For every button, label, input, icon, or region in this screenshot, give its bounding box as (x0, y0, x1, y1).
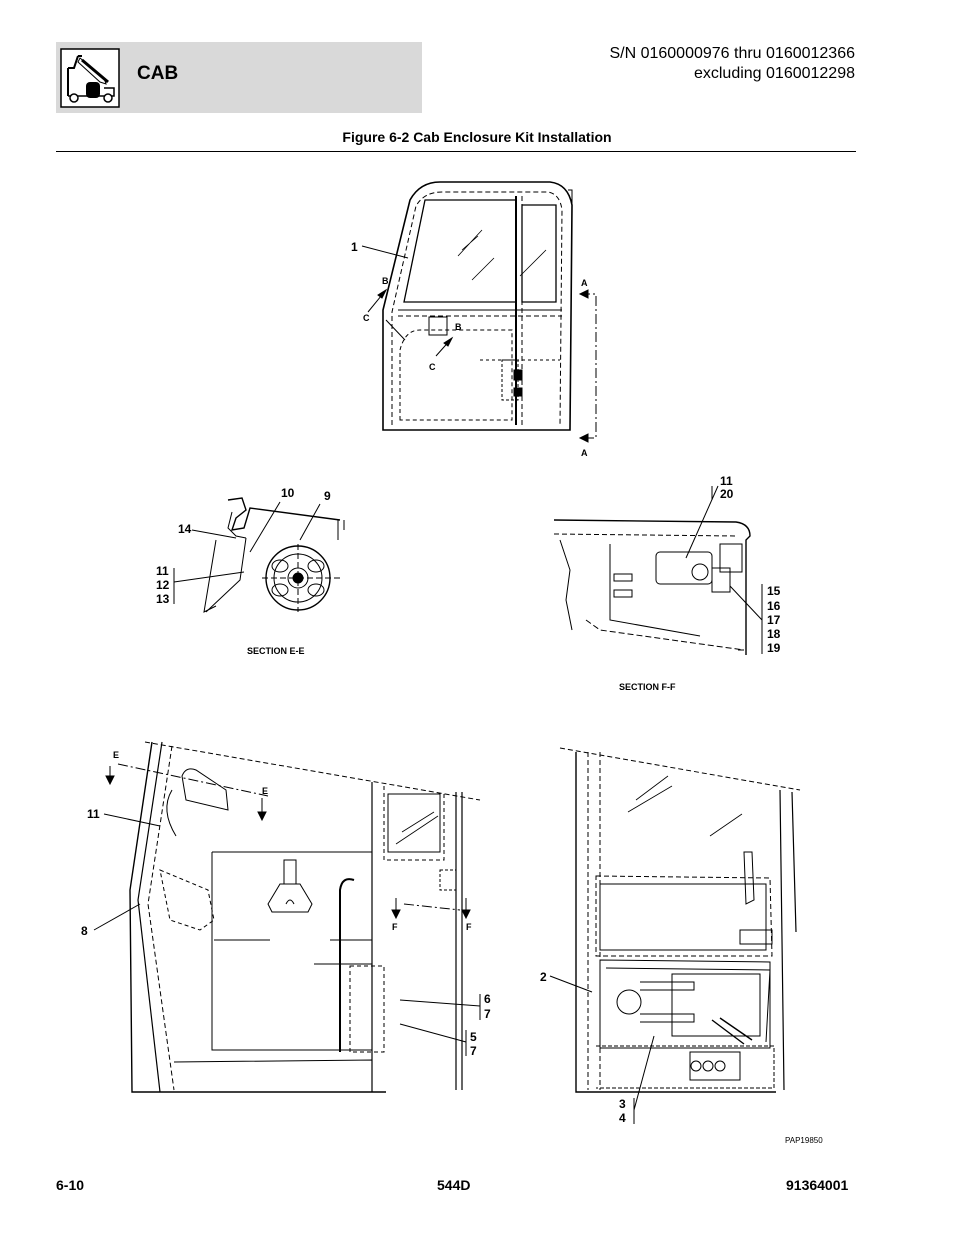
callout-8: 8 (81, 924, 88, 938)
callout-7-lower: 7 (470, 1044, 477, 1058)
section-ff-label: SECTION F-F (619, 682, 676, 692)
telehandler-cab-icon (60, 48, 120, 108)
callout-15: 15 (767, 584, 781, 598)
model-number: 544D (437, 1177, 471, 1193)
callout-18: 18 (767, 627, 781, 641)
drawing-number: PAP19850 (785, 1136, 823, 1145)
callout-13: 13 (156, 592, 170, 606)
section-marker-e-left: E (113, 750, 119, 760)
section-marker-c-right: C (429, 362, 436, 372)
serial-line-1: S/N 0160000976 thru 0160012366 (609, 45, 855, 62)
callout-12: 12 (156, 578, 170, 592)
section-marker-b-right: B (455, 322, 462, 332)
callout-16: 16 (767, 599, 781, 613)
section-marker-c-left: C (363, 313, 370, 323)
callout-14: 14 (178, 522, 192, 536)
section-marker-a-top: A (581, 278, 588, 288)
serial-line-2: excluding 0160012298 (693, 65, 855, 82)
callout-4: 4 (619, 1111, 626, 1125)
manual-number: 91364001 (786, 1177, 849, 1193)
callout-5: 5 (470, 1030, 477, 1044)
page-number: 6-10 (56, 1177, 85, 1193)
callout-10: 10 (281, 486, 295, 500)
callout-11-interior: 11 (87, 807, 100, 821)
callout-11-section-ff: 11 (720, 474, 733, 488)
header-rule (56, 151, 856, 152)
callout-11-section-ee: 11 (156, 564, 169, 578)
serial-number-range: S/N 0160000976 thru 0160012366 excluding… (609, 44, 855, 84)
figure-title: Figure 6-2 Cab Enclosure Kit Installatio… (342, 129, 612, 145)
section-marker-b-left: B (382, 276, 389, 286)
callout-1: 1 (351, 240, 358, 254)
callout-7-upper: 7 (484, 1007, 491, 1021)
callout-17: 17 (767, 613, 781, 627)
callout-9: 9 (324, 489, 331, 503)
callout-6: 6 (484, 992, 491, 1006)
section-ee-label: SECTION E-E (247, 646, 305, 656)
callout-19: 19 (767, 641, 781, 655)
callout-3: 3 (619, 1097, 626, 1111)
callout-2: 2 (540, 970, 547, 984)
cab-door-view (361, 181, 597, 443)
section-marker-a-bottom: A (581, 448, 588, 458)
section-marker-f-right: F (466, 922, 472, 932)
callout-20: 20 (720, 487, 734, 501)
section-ee-view (173, 497, 345, 613)
section-title: CAB (137, 63, 179, 84)
cab-interior-left-view (93, 741, 481, 1093)
cab-rear-right-view (549, 747, 801, 1124)
section-ff-view (553, 485, 763, 655)
section-marker-e-right: E (262, 786, 268, 796)
section-marker-f-left: F (392, 922, 398, 932)
